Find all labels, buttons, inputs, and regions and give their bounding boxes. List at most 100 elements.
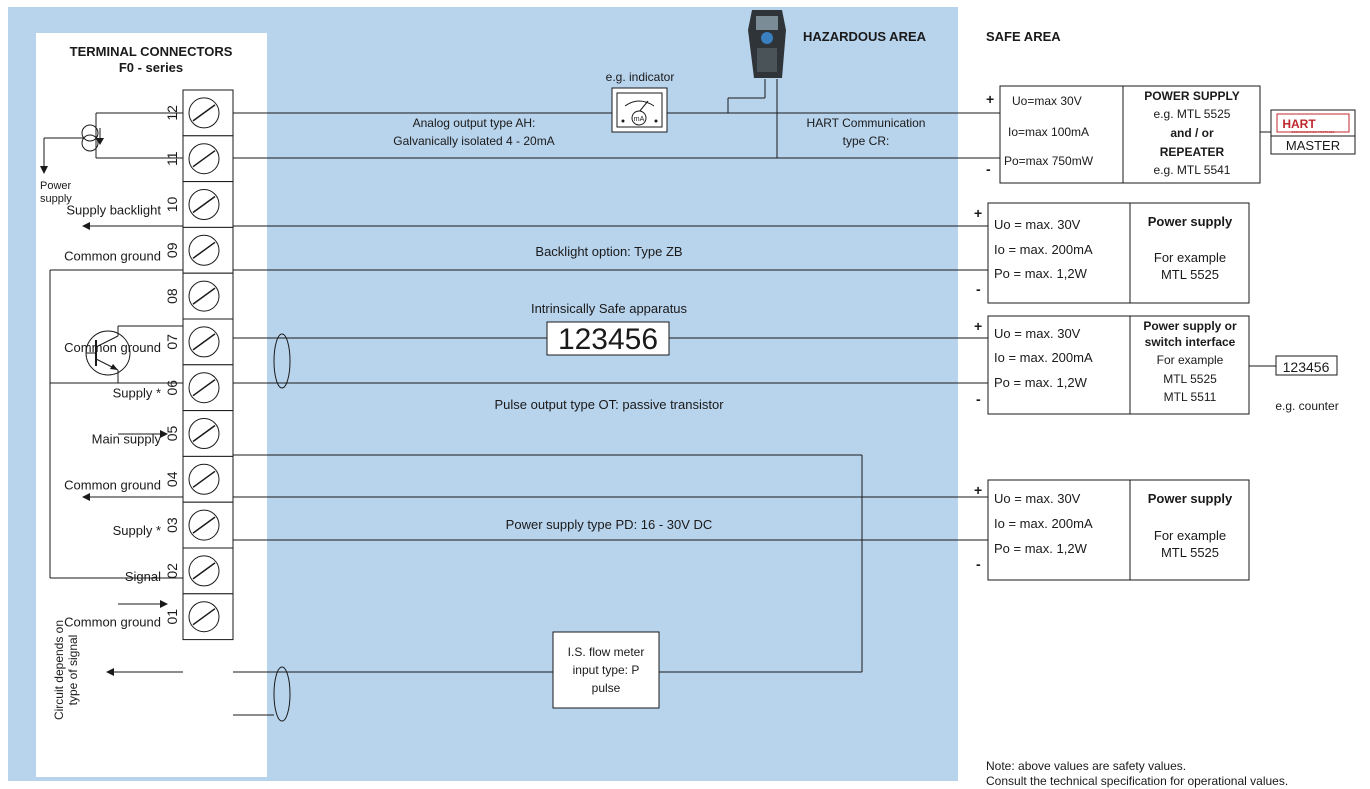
note-line1: Note: above values are safety values. [986, 759, 1186, 773]
terminal-number: 12 [164, 105, 180, 121]
screw-slot-icon [192, 241, 216, 259]
circuit-note-line2: type of signal [66, 635, 80, 706]
terminal-label: Supply * [113, 523, 161, 538]
hart-comm-line1: HART Communication [807, 116, 926, 130]
terminal-label: Common ground [64, 615, 161, 630]
hart-logo-subtext: COMMUNICATION PROTOCOL [1291, 130, 1335, 134]
box4-plus: + [974, 482, 982, 498]
power-supply-arrow-icon [40, 166, 48, 174]
terminal-label: Common ground [64, 340, 161, 355]
screw-slot-icon [192, 424, 216, 443]
flow-meter-box [552, 631, 660, 709]
terminal-label: Supply * [113, 386, 161, 401]
box3-minus: - [976, 391, 981, 407]
terminal-label: Common ground [64, 248, 161, 263]
hart-handheld-icon [748, 10, 786, 78]
power-supply-box-3 [987, 315, 1276, 415]
hart-comm-line2: type CR: [843, 134, 890, 148]
power-supply-box-4 [987, 479, 1250, 581]
box3-plus: + [974, 318, 982, 334]
power-supply-label-line1: Power [40, 180, 72, 192]
flow-meter-line1: I.S. flow meter [568, 645, 645, 659]
terminal-number: 07 [164, 334, 180, 350]
analog-output-line2: Galvanically isolated 4 - 20mA [393, 134, 554, 148]
box1-l4: e.g. MTL 5541 [1154, 163, 1231, 177]
analog-output-line1: Analog output type AH: [413, 116, 536, 130]
is-apparatus-label: Intrinsically Safe apparatus [531, 301, 688, 316]
terminal-number: 02 [164, 563, 180, 579]
screw-slot-icon [192, 150, 216, 168]
safe-area-title: SAFE AREA [986, 29, 1061, 44]
box3-uo: Uo = max. 30V [994, 326, 1081, 341]
cable-shield-08-icon [273, 333, 291, 389]
counter-display-value: 123456 [558, 323, 658, 356]
screw-slot-icon [192, 104, 216, 122]
screw-slot-icon [192, 379, 216, 397]
screw-slot-icon [192, 287, 216, 305]
box4-l1: For example [1154, 528, 1226, 543]
box2-plus: + [974, 205, 982, 221]
box1-l1: e.g. MTL 5525 [1154, 107, 1231, 121]
power-supply-box-1 [999, 85, 1271, 184]
supply-06-arrow-icon [160, 430, 168, 438]
box4-po: Po = max. 1,2W [994, 541, 1088, 556]
box3-po: Po = max. 1,2W [994, 375, 1088, 390]
box1-l3: REPEATER [1160, 145, 1225, 159]
box1-io: Io=max 100mA [1008, 125, 1089, 139]
terminal-label: Main supply [92, 432, 162, 447]
indicator-label: e.g. indicator [606, 70, 675, 84]
box4-title: Power supply [1148, 491, 1233, 506]
terminal-number: 03 [164, 517, 180, 533]
safe-counter-value: 123456 [1283, 359, 1330, 375]
terminal-number: 04 [164, 471, 180, 487]
box2-io: Io = max. 200mA [994, 242, 1093, 257]
box3-l3: MTL 5511 [1164, 390, 1217, 404]
box1-po: Po=max 750mW [1004, 154, 1094, 168]
box2-uo: Uo = max. 30V [994, 217, 1081, 232]
screw-slot-icon [192, 333, 216, 351]
terminal-number: 08 [164, 288, 180, 304]
pulse-output-label: Pulse output type OT: passive transistor [494, 397, 724, 412]
box2-title: Power supply [1148, 214, 1233, 229]
flow-meter-line2: input type: P [573, 663, 640, 677]
terminal-label: Common ground [64, 477, 161, 492]
power-supply-pd-label: Power supply type PD: 16 - 30V DC [506, 517, 713, 532]
terminal-number: 01 [164, 609, 180, 625]
cable-shield-02-icon [273, 666, 291, 722]
safe-counter-box [1275, 355, 1338, 376]
indicator-meter-icon [611, 87, 668, 133]
backlight-option-label: Backlight option: Type ZB [535, 244, 682, 259]
terminal-number: 10 [164, 197, 180, 213]
box1-plus: + [986, 91, 994, 107]
box3-l2: MTL 5525 [1163, 372, 1217, 386]
terminal-number: 05 [164, 426, 180, 442]
terminal-label: Signal [125, 569, 161, 584]
power-supply-box-2 [987, 202, 1250, 304]
box2-l2: MTL 5525 [1161, 267, 1219, 282]
master-label: MASTER [1286, 138, 1340, 153]
screw-slot-icon [192, 516, 216, 534]
terminal-number: 06 [164, 380, 180, 396]
terminal-label: Supply backlight [66, 203, 161, 218]
note-line2: Consult the technical specification for … [986, 774, 1288, 788]
terminal-title-line2: F0 - series [119, 60, 183, 75]
counter-display-box [546, 321, 670, 356]
box2-minus: - [976, 281, 981, 297]
box1-minus: - [986, 161, 991, 177]
hazardous-area-title: HAZARDOUS AREA [803, 29, 927, 44]
box2-po: Po = max. 1,2W [994, 266, 1088, 281]
terminal-title-line1: TERMINAL CONNECTORS [70, 44, 233, 59]
screw-slot-icon [192, 470, 216, 488]
box3-io: Io = max. 200mA [994, 350, 1093, 365]
circuit-note-line1: Circuit depends on [52, 620, 66, 720]
counter-label: e.g. counter [1275, 399, 1338, 413]
box4-minus: - [976, 556, 981, 572]
screw-slot-icon [192, 608, 216, 626]
box3-title2: switch interface [1145, 335, 1236, 349]
box1-l2: and / or [1170, 126, 1214, 140]
box2-l1: For example [1154, 250, 1226, 265]
signal-arrow-icon [106, 668, 114, 676]
